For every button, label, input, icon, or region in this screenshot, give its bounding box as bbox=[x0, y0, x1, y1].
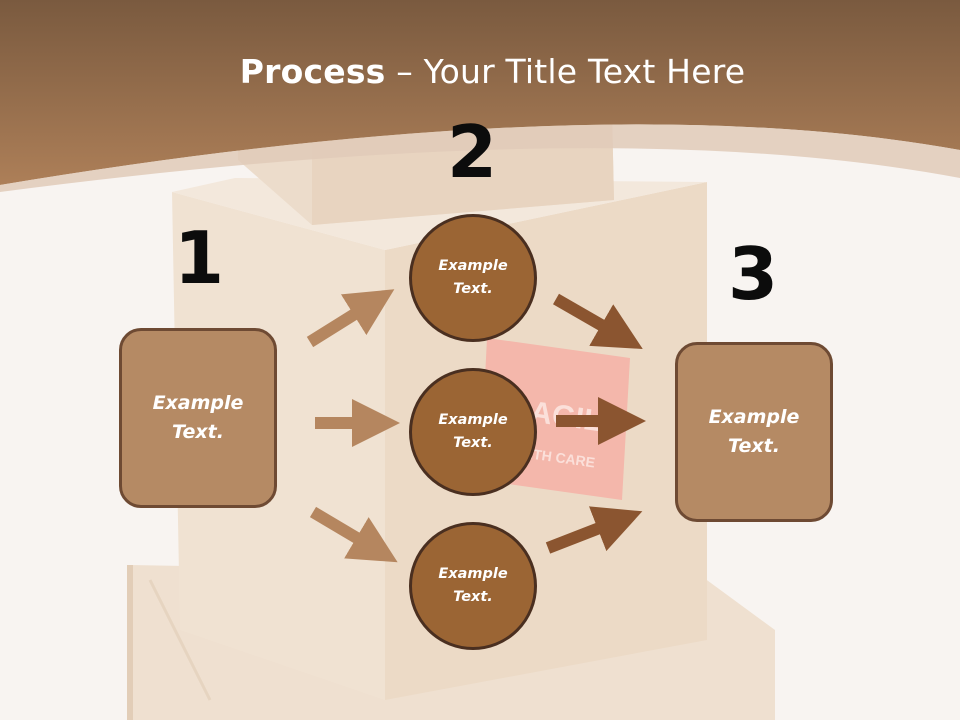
step-2-circle-top: Example Text. bbox=[409, 214, 537, 342]
step-number-3: 3 bbox=[727, 232, 779, 316]
title-rest: – Your Title Text Here bbox=[385, 52, 746, 91]
step-number-2: 2 bbox=[446, 110, 498, 194]
step-3-text: Example Text. bbox=[708, 406, 800, 457]
step-2-circle-bottom: Example Text. bbox=[409, 522, 537, 650]
slide-title: Process – Your Title Text Here bbox=[0, 52, 960, 91]
step-1-text: Example Text. bbox=[152, 392, 244, 443]
circle-middle-text: Example Text. bbox=[438, 412, 508, 451]
header-banner bbox=[0, 0, 960, 185]
step-1-box: Example Text. bbox=[119, 328, 277, 508]
step-3-box: Example Text. bbox=[675, 342, 833, 522]
title-bold: Process bbox=[239, 52, 386, 91]
circle-top-text: Example Text. bbox=[438, 258, 508, 297]
header-banner-swoosh bbox=[0, 124, 960, 192]
step-2-circle-middle: Example Text. bbox=[409, 368, 537, 496]
step-number-1: 1 bbox=[173, 216, 225, 300]
circle-bottom-text: Example Text. bbox=[438, 566, 508, 605]
